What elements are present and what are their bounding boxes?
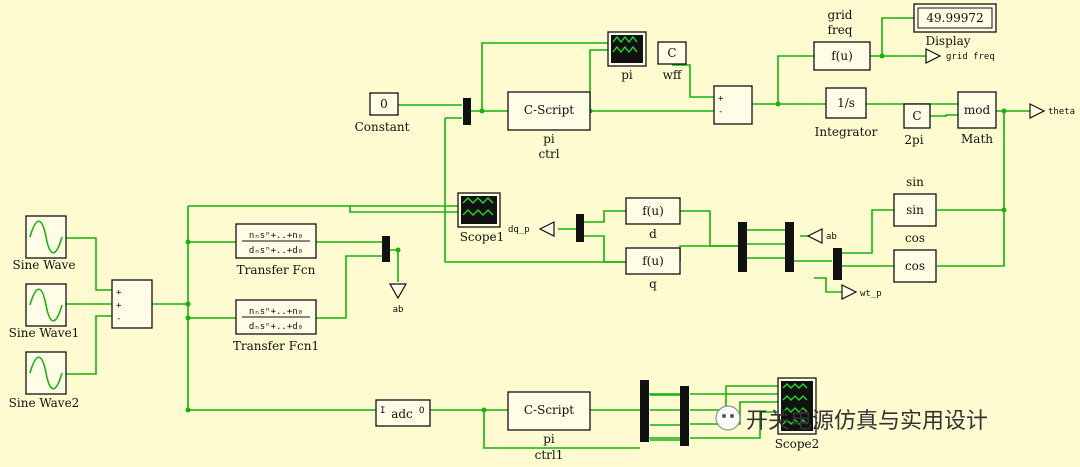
- svg-text:ab: ab: [826, 232, 837, 242]
- svg-text:49.99972: 49.99972: [926, 11, 983, 25]
- theta-goto-tag[interactable]: theta: [1029, 103, 1075, 119]
- cscript-pi-block[interactable]: C-Script pi ctrl: [507, 91, 591, 161]
- scope-pi-block[interactable]: pi: [607, 31, 647, 82]
- svg-text:Sine Wave: Sine Wave: [12, 258, 75, 272]
- sin-block[interactable]: sin sin: [893, 175, 937, 227]
- transfer-fcn1-block[interactable]: nₙsⁿ+..+n₀ dₙsⁿ+..+d₀ Transfer Fcn1: [233, 299, 319, 353]
- svg-text:Integrator: Integrator: [815, 125, 878, 139]
- svg-text:Transfer Fcn1: Transfer Fcn1: [233, 339, 319, 353]
- svg-text:sin: sin: [906, 175, 924, 189]
- svg-text:+: +: [116, 288, 122, 298]
- svg-text:adc: adc: [391, 407, 413, 421]
- mux-dq[interactable]: [576, 214, 584, 242]
- svg-text:freq: freq: [828, 23, 853, 37]
- svg-text:Math: Math: [961, 132, 993, 146]
- sine-wave1-block[interactable]: Sine Wave1: [9, 283, 80, 340]
- sum-top-block[interactable]: + -: [713, 85, 753, 125]
- cscript-pi1-block[interactable]: C-Script pi ctrl1: [507, 391, 591, 462]
- display-block[interactable]: 49.99972 Display: [913, 3, 997, 48]
- mux-demux-middle[interactable]: [738, 222, 794, 272]
- ab-from-tag[interactable]: ab: [806, 228, 837, 244]
- scope2-block[interactable]: Scope2: [775, 377, 820, 451]
- svg-text:Display: Display: [925, 34, 970, 48]
- svg-text:C-Script: C-Script: [524, 103, 574, 117]
- svg-text:f(u): f(u): [642, 254, 664, 268]
- svg-text:d: d: [649, 227, 657, 241]
- svg-text:C: C: [912, 109, 921, 123]
- svg-text:+: +: [116, 301, 122, 311]
- mod-math-block[interactable]: mod Math: [957, 91, 997, 146]
- svg-text:Transfer Fcn: Transfer Fcn: [237, 263, 316, 277]
- scope1-block[interactable]: Scope1: [457, 192, 505, 244]
- svg-text:Sine Wave2: Sine Wave2: [9, 396, 80, 410]
- svg-text:dq_p: dq_p: [508, 225, 530, 235]
- svg-text:q: q: [649, 277, 657, 291]
- svg-text:Constant: Constant: [355, 120, 410, 134]
- fu-d-block[interactable]: f(u) d: [625, 197, 681, 241]
- constant-block[interactable]: 0 Constant: [355, 92, 410, 134]
- svg-text:I: I: [380, 406, 385, 416]
- svg-text:O: O: [419, 406, 424, 416]
- svg-text:grid freq: grid freq: [946, 52, 995, 62]
- integrator-block[interactable]: 1/s Integrator: [815, 87, 878, 139]
- grid-freq-goto-tag[interactable]: grid freq: [925, 48, 995, 64]
- svg-text:f(u): f(u): [831, 49, 853, 63]
- svg-text:cos: cos: [905, 259, 925, 273]
- svg-text:sin: sin: [906, 203, 924, 217]
- sine-wave2-block[interactable]: Sine Wave2: [9, 351, 80, 410]
- wff-constant-block[interactable]: C wff: [657, 41, 687, 82]
- svg-text:pi: pi: [621, 68, 633, 82]
- svg-text:2pi: 2pi: [904, 133, 923, 147]
- svg-text:ab: ab: [393, 305, 404, 315]
- mux-top[interactable]: [463, 98, 471, 125]
- ab-goto-tag[interactable]: ab: [388, 283, 408, 315]
- adc-block[interactable]: I adc O: [375, 399, 431, 427]
- svg-text:Sine Wave1: Sine Wave1: [9, 326, 80, 340]
- svg-text:dₙsⁿ+..+d₀: dₙsⁿ+..+d₀: [249, 322, 303, 332]
- mux-sincos[interactable]: [833, 248, 842, 280]
- wt-p-goto-tag[interactable]: wt_p: [841, 284, 882, 300]
- svg-text:nₙsⁿ+..+n₀: nₙsⁿ+..+n₀: [249, 307, 303, 317]
- svg-text:grid: grid: [828, 8, 853, 22]
- svg-text:开关电源仿真与实用设计: 开关电源仿真与实用设计: [746, 409, 988, 434]
- svg-text:-: -: [718, 107, 723, 117]
- fu-grid-block[interactable]: f(u) grid freq: [813, 8, 871, 71]
- svg-text:C-Script: C-Script: [524, 403, 574, 417]
- cos-block[interactable]: cos cos: [893, 231, 937, 283]
- svg-text:wff: wff: [663, 68, 683, 82]
- mux-bottom-1[interactable]: [640, 380, 680, 442]
- mux-ab[interactable]: [382, 236, 390, 262]
- svg-text:dₙsⁿ+..+d₀: dₙsⁿ+..+d₀: [249, 246, 303, 256]
- svg-text:ctrl: ctrl: [538, 147, 559, 161]
- svg-text:theta: theta: [1048, 107, 1075, 117]
- watermark: 开关电源仿真与实用设计: [715, 405, 988, 434]
- svg-text:mod: mod: [964, 103, 991, 117]
- svg-text:-: -: [116, 314, 121, 324]
- fu-q-block[interactable]: f(u) q: [625, 247, 681, 291]
- svg-text:0: 0: [380, 97, 388, 111]
- svg-text:pi: pi: [543, 432, 555, 446]
- dq-p-goto-tag[interactable]: dq_p: [508, 221, 555, 237]
- svg-text:f(u): f(u): [642, 204, 664, 218]
- sine-wave-block[interactable]: Sine Wave: [12, 215, 76, 272]
- svg-text:nₙsⁿ+..+n₀: nₙsⁿ+..+n₀: [249, 231, 303, 241]
- transfer-fcn-block[interactable]: nₙsⁿ+..+n₀ dₙsⁿ+..+d₀ Transfer Fcn: [235, 223, 317, 277]
- svg-text:cos: cos: [905, 231, 925, 245]
- svg-text:Scope1: Scope1: [460, 230, 505, 244]
- mux-bottom-2[interactable]: [680, 386, 689, 446]
- svg-text:ctrl1: ctrl1: [535, 448, 564, 462]
- twopi-constant-block[interactable]: C 2pi: [903, 103, 931, 147]
- svg-text:pi: pi: [543, 132, 555, 146]
- svg-text:1/s: 1/s: [837, 96, 855, 110]
- svg-text:C: C: [667, 46, 676, 60]
- svg-text:+: +: [718, 94, 724, 104]
- sum-left-block[interactable]: + + -: [111, 279, 153, 329]
- svg-text:wt_p: wt_p: [860, 289, 882, 299]
- junction-dots: [185, 53, 1007, 413]
- svg-text:Scope2: Scope2: [775, 437, 820, 451]
